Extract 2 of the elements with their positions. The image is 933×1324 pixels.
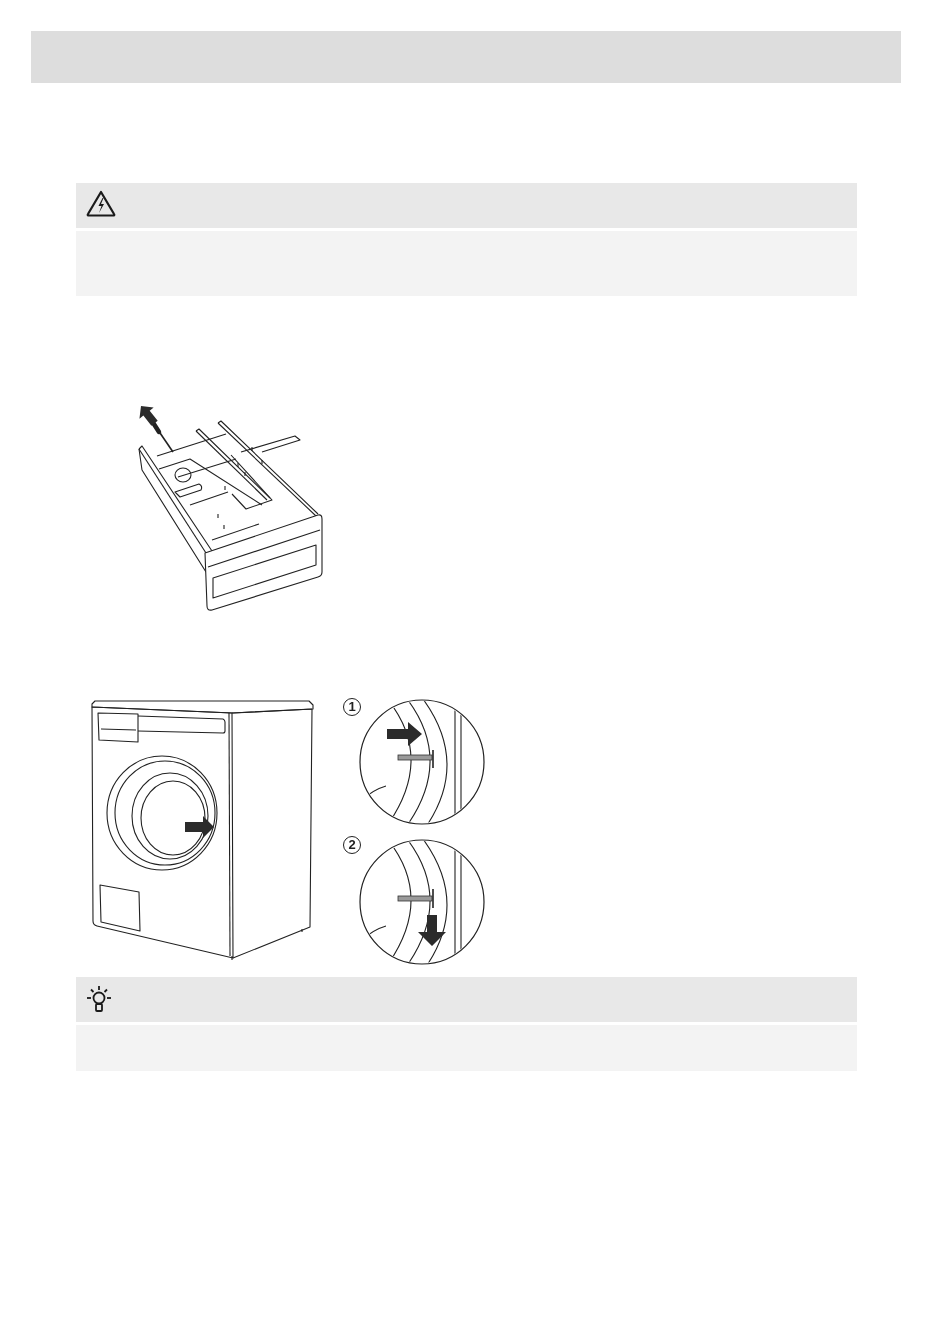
callout-number: 1 xyxy=(343,698,361,716)
callout-number: 2 xyxy=(343,836,361,854)
